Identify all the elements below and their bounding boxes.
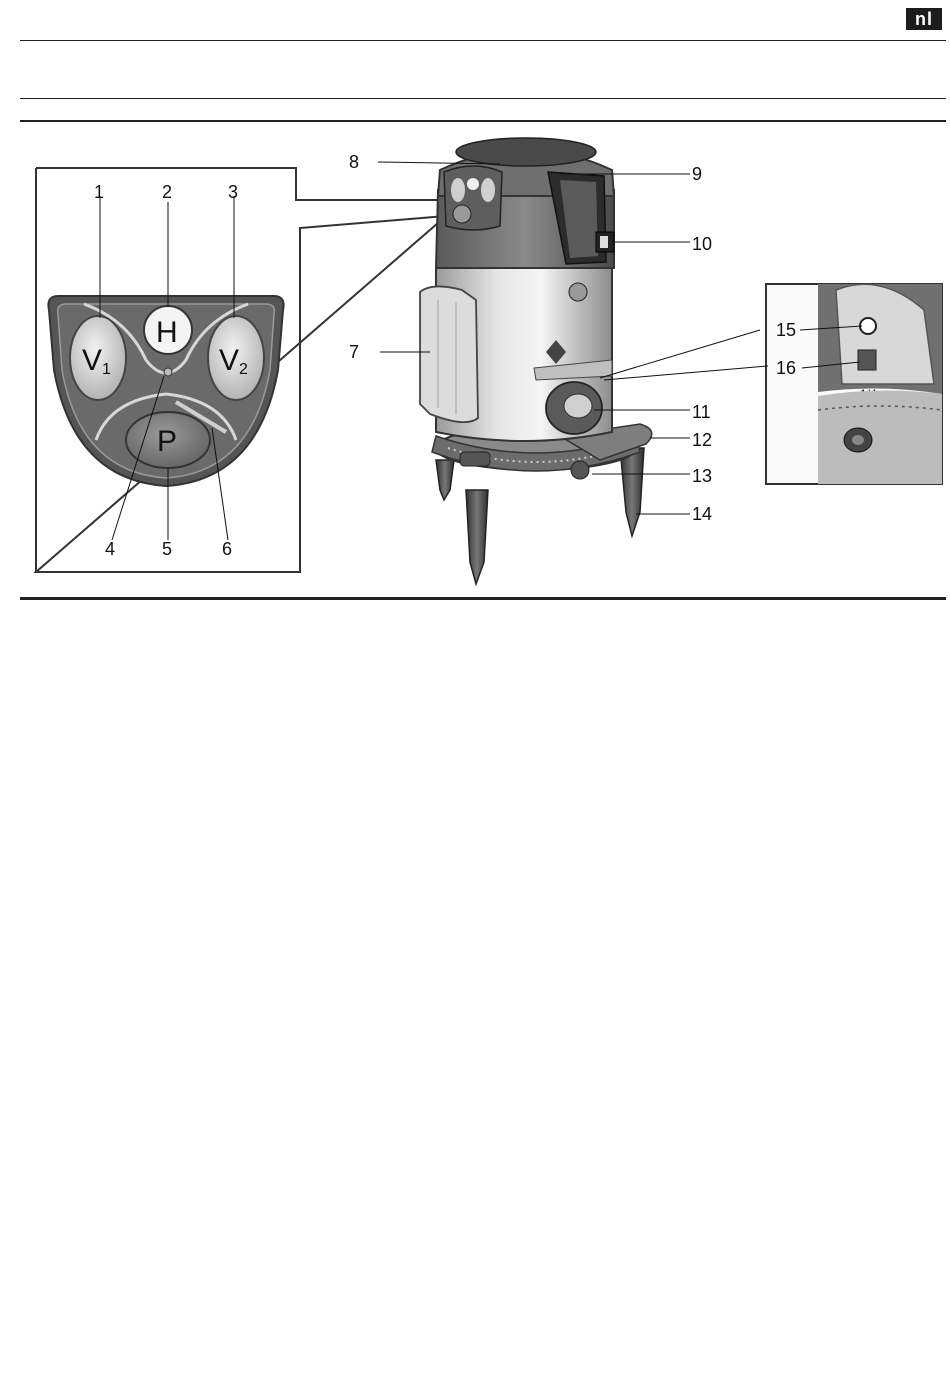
callout-7: 7 — [349, 342, 359, 362]
callout-3: 3 — [228, 182, 238, 202]
callout-1: 1 — [94, 182, 104, 202]
callout-16: 16 — [776, 358, 796, 378]
callout-2: 2 — [162, 182, 172, 202]
v1-button[interactable]: V 1 — [70, 316, 126, 400]
laser-level-device — [420, 138, 652, 584]
callout-11: 11 — [692, 402, 711, 422]
p-label: P — [157, 425, 177, 458]
callout-6: 6 — [222, 539, 232, 559]
callout-14: 14 — [692, 504, 712, 524]
callout-10: 10 — [692, 234, 712, 254]
switch-16 — [858, 350, 876, 370]
v1-sub: 1 — [102, 361, 111, 378]
v1-label: V — [82, 344, 102, 377]
v2-sub: 2 — [239, 361, 248, 378]
callout-15: 15 — [776, 320, 796, 340]
product-figure: V 1 H V 2 P — [0, 0, 950, 620]
h-button[interactable]: H — [144, 306, 192, 354]
callout-13: 13 — [692, 466, 712, 486]
keypad-detail: V 1 H V 2 P — [36, 168, 446, 572]
socket-detail-inset: 1/4 — [766, 284, 942, 484]
figure-rule-bottom — [20, 597, 946, 600]
h-label: H — [156, 316, 178, 349]
callout-5: 5 — [162, 539, 172, 559]
callout-8: 8 — [349, 152, 359, 172]
callout-12: 12 — [692, 430, 712, 450]
socket-15 — [860, 318, 876, 334]
led-indicator-4 — [164, 368, 172, 376]
v2-label: V — [219, 344, 239, 377]
callout-4: 4 — [105, 539, 115, 559]
callout-9: 9 — [692, 164, 702, 184]
p-button[interactable]: P — [126, 412, 210, 468]
v2-button[interactable]: V 2 — [208, 316, 264, 400]
